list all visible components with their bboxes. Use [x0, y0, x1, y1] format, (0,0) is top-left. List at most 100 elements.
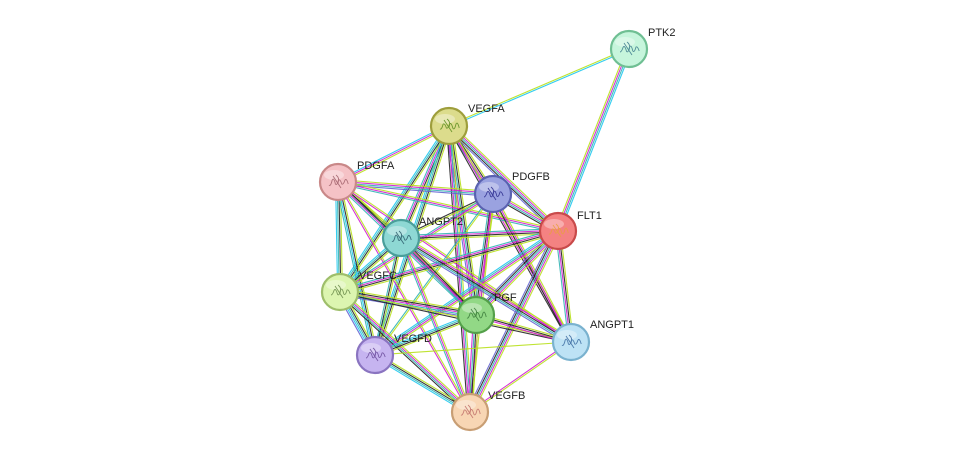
edge-line-textmining	[341, 289, 473, 411]
node-highlight	[324, 170, 344, 180]
edge-line-coexpression	[340, 231, 559, 294]
node-highlight	[326, 280, 346, 290]
edge-line-textmining	[338, 126, 450, 184]
edge-line-neighborhood	[337, 124, 449, 182]
edge-line-coexpression	[491, 194, 571, 344]
edge-pdgfa-vegfd[interactable]	[335, 181, 378, 356]
edge-ptk2-flt1[interactable]	[555, 47, 632, 233]
edge-vegfc-pgf[interactable]	[339, 288, 477, 319]
node-ptk2[interactable]: PTK2	[609, 27, 676, 69]
node-label: ANGPT1	[590, 319, 634, 331]
protein-structure-icon	[561, 334, 582, 349]
edge-flt1-vegfd[interactable]	[373, 228, 560, 358]
edge-line-experiments	[400, 237, 471, 413]
protein-structure-icon	[619, 41, 640, 56]
node-pgf[interactable]: PGF	[456, 292, 517, 335]
node-flt1[interactable]: FLT1	[538, 210, 602, 251]
edge-line-textmining	[450, 123, 561, 230]
node-highlight	[456, 400, 476, 410]
protein-structure-icon	[439, 118, 460, 133]
edge-line-coexpression	[450, 125, 479, 315]
edge-line-textmining	[341, 127, 452, 294]
node-vegfb[interactable]: VEGFB	[450, 390, 525, 432]
edge-line-experiments	[400, 229, 558, 238]
edge-flt1-vegfc[interactable]	[339, 228, 559, 295]
edge-line-experiments	[338, 180, 494, 194]
node-pdgfb[interactable]: PDGFB	[473, 171, 550, 214]
edge-angpt1-vegfd[interactable]	[374, 341, 572, 356]
node-highlight	[615, 37, 635, 47]
edge-line-experiments	[469, 340, 571, 412]
protein-structure-icon	[328, 174, 349, 189]
node-highlight	[544, 219, 564, 229]
node-label: VEGFA	[468, 103, 505, 115]
edge-line-experiments	[336, 182, 470, 413]
edge-line-experiments	[337, 125, 450, 183]
edge-line-textmining	[472, 232, 562, 414]
node-label: PDGFB	[512, 171, 550, 183]
edge-line-database	[339, 228, 558, 291]
protein-structure-icon	[460, 404, 481, 419]
edge-line-textmining	[401, 232, 559, 241]
edge-line-experiments	[556, 48, 629, 231]
edge-pdgfa-vegfb[interactable]	[336, 181, 472, 413]
node-label: VEGFB	[488, 390, 525, 402]
edge-pdgfa-flt1[interactable]	[337, 179, 559, 234]
node-highlight	[361, 343, 381, 353]
edge-line-neighborhood	[559, 49, 632, 233]
edge-angpt2-angpt1[interactable]	[399, 234, 573, 346]
edge-line-textmining	[448, 47, 629, 126]
edge-ptk2-vegfa[interactable]	[448, 47, 630, 128]
edge-line-textmining	[375, 194, 495, 356]
edge-flt1-vegfb[interactable]	[466, 229, 562, 414]
protein-structure-icon	[548, 223, 569, 238]
edge-line-database	[335, 182, 374, 356]
node-highlight	[387, 226, 407, 236]
edge-line-coexpression	[447, 126, 571, 344]
edge-line-textmining	[338, 179, 494, 193]
edge-line-homology	[339, 294, 476, 319]
node-label: PTK2	[648, 27, 676, 39]
edge-line-experiments	[401, 236, 573, 342]
edge-line-experiments	[337, 181, 559, 232]
edge-line-coexpression	[338, 181, 377, 355]
edge-line-database	[399, 238, 470, 413]
node-label: PGF	[494, 292, 517, 304]
edge-line-coexpression	[401, 231, 559, 240]
node-label: ANGPT2	[419, 216, 463, 228]
node-angpt1[interactable]: ANGPT1	[551, 319, 634, 362]
edge-vegfa-pdgfa[interactable]	[337, 124, 450, 184]
edge-line-database	[400, 228, 558, 237]
edge-angpt1-vegfb[interactable]	[469, 340, 572, 414]
node-vegfc[interactable]: VEGFC	[320, 270, 397, 312]
edge-flt1-angpt2[interactable]	[400, 228, 559, 241]
edge-line-neighborhood	[373, 228, 557, 354]
node-pdgfa[interactable]: PDGFA	[318, 160, 395, 202]
node-vegfd[interactable]: VEGFD	[355, 333, 432, 375]
node-highlight	[435, 114, 455, 124]
protein-structure-icon	[466, 307, 487, 322]
edge-vegfc-vegfb[interactable]	[337, 289, 473, 415]
node-label: VEGFC	[359, 270, 397, 282]
edge-line-textmining	[555, 47, 628, 231]
edge-line-experiments	[339, 229, 558, 292]
edge-line-homology	[466, 229, 556, 411]
edge-angpt2-vegfb[interactable]	[399, 237, 472, 413]
edge-line-textmining	[401, 237, 472, 412]
edge-line-neighborhood	[449, 49, 630, 128]
node-vegfa[interactable]: VEGFA	[429, 103, 505, 146]
node-label: FLT1	[577, 210, 602, 222]
protein-structure-icon	[483, 186, 504, 201]
edge-pdgfb-angpt1[interactable]	[491, 192, 573, 344]
node-label: VEGFD	[394, 333, 432, 345]
node-highlight	[462, 303, 482, 313]
edge-line-database	[449, 125, 472, 412]
edge-line-textmining	[340, 288, 477, 313]
edge-line-textmining	[493, 192, 573, 342]
edge-line-coexpression	[468, 230, 558, 412]
edge-vegfa-vegfb[interactable]	[446, 125, 473, 413]
node-angpt2[interactable]: ANGPT2	[381, 216, 463, 258]
edge-line-coexpression	[340, 126, 451, 293]
